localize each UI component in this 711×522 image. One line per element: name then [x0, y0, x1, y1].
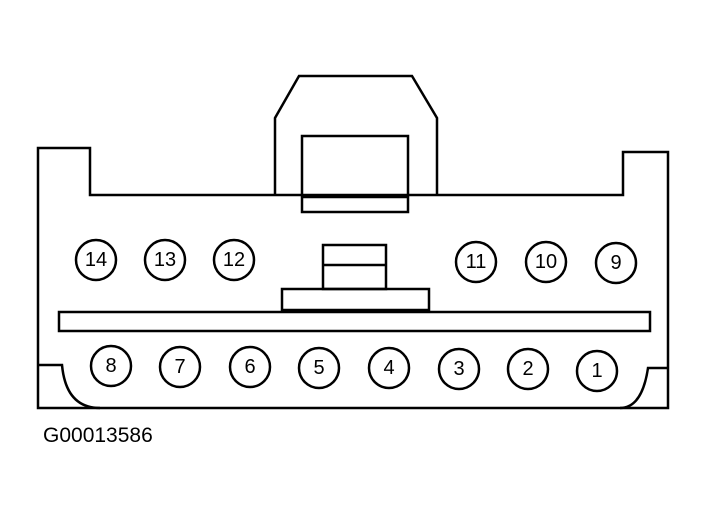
pin-label: 9: [610, 252, 621, 274]
pin-12: 12: [212, 238, 256, 282]
pin-label: 3: [453, 358, 464, 380]
pin-11: 11: [454, 240, 498, 284]
pin-label: 12: [223, 249, 245, 271]
pin-label: 5: [313, 357, 324, 379]
pin-label: 14: [85, 249, 107, 271]
pin-label: 8: [105, 355, 116, 377]
pin-10: 10: [524, 240, 568, 284]
pin-7: 7: [158, 345, 202, 389]
pin-9: 9: [594, 241, 638, 285]
pin-2: 2: [506, 347, 550, 391]
pin-13: 13: [143, 238, 187, 282]
connector-housing: [36, 146, 670, 410]
housing-corner-left: [38, 363, 101, 410]
pin-6: 6: [228, 345, 272, 389]
pin-label: 4: [383, 357, 394, 379]
pin-label: 7: [174, 356, 185, 378]
pin-1: 1: [575, 349, 619, 393]
pin-4: 4: [367, 346, 411, 390]
pin-label: 11: [466, 251, 487, 273]
separator-rail: [57, 310, 652, 333]
center-key-upper: [321, 243, 388, 291]
center-key-base: [280, 287, 431, 312]
pin-14: 14: [74, 238, 118, 282]
pin-5: 5: [297, 346, 341, 390]
pin-label: 10: [535, 251, 557, 273]
housing-corner-right: [619, 366, 668, 410]
pin-8: 8: [89, 344, 133, 388]
pin-label: 13: [154, 249, 176, 271]
locking-tab-window: [300, 134, 410, 214]
pin-3: 3: [437, 347, 481, 391]
figure-id: G00013586: [43, 424, 153, 447]
pin-label: 6: [244, 356, 255, 378]
pin-label: 1: [591, 360, 602, 382]
pin-label: 2: [522, 358, 533, 380]
locking-tab: [273, 74, 439, 195]
